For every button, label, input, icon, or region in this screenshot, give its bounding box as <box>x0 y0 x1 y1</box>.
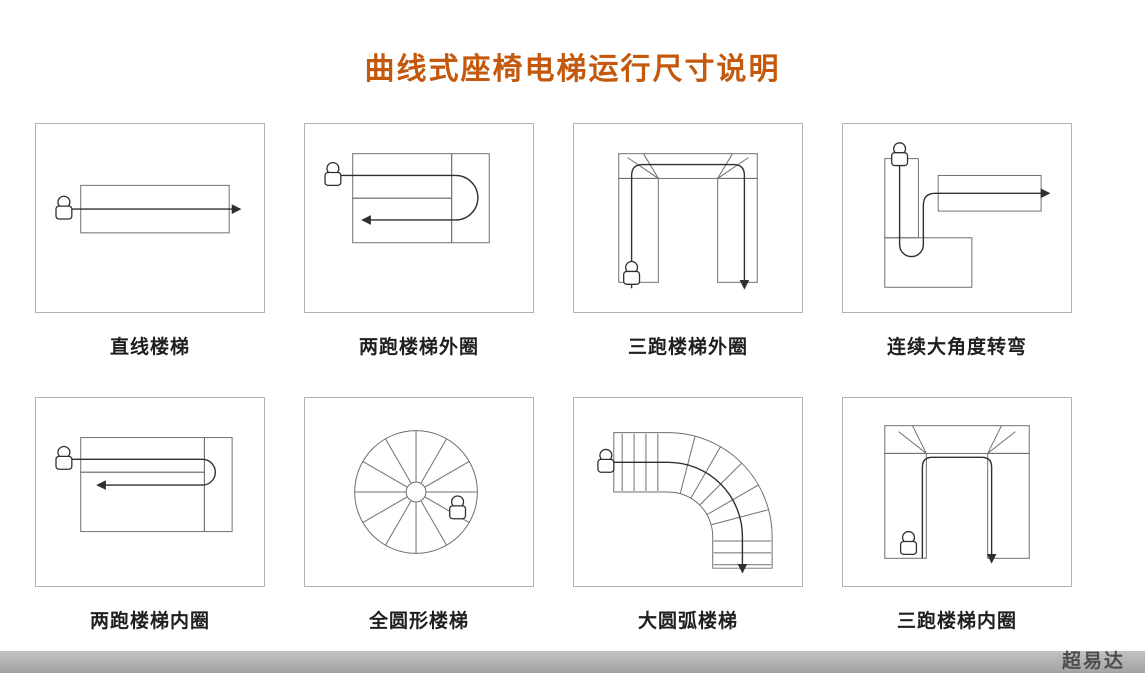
stairlift-chair-icon <box>891 142 909 167</box>
diagram-grid: 直线楼梯 两跑楼梯外圈 三跑楼梯外圈 <box>35 123 1072 635</box>
straight-staircase-drawing <box>55 184 242 234</box>
large-arc-drawing <box>597 432 773 574</box>
watermark-bar: 超易达 <box>0 651 1145 673</box>
diagram-two-run-outer <box>304 123 534 313</box>
two-run-inner-drawing <box>55 437 233 533</box>
three-run-outer-drawing <box>618 153 758 290</box>
watermark-text: 超易达 <box>1061 651 1125 672</box>
three-run-inner-drawing <box>884 425 1030 564</box>
diagram-label: 连续大角度转弯 <box>886 337 1027 358</box>
diagram-three-run-outer <box>573 123 803 313</box>
diagram-card: 三跑楼梯外圈 <box>573 123 803 361</box>
diagram-continuous-turns <box>842 123 1072 313</box>
diagram-card: 连续大角度转弯 <box>842 123 1072 361</box>
diagram-label: 两跑楼梯内圈 <box>89 611 210 632</box>
diagram-card: 两跑楼梯内圈 <box>35 397 265 635</box>
diagram-full-circle <box>304 397 534 587</box>
stairlift-chair-icon <box>597 448 615 473</box>
diagram-three-run-inner <box>842 397 1072 587</box>
diagram-label: 大圆弧楼梯 <box>637 611 738 632</box>
stairlift-chair-icon <box>449 495 467 520</box>
diagram-label: 全圆形楼梯 <box>368 611 469 632</box>
page-title: 曲线式座椅电梯运行尺寸说明 <box>364 53 781 87</box>
diagram-label: 三跑楼梯内圈 <box>896 611 1017 632</box>
diagram-card: 全圆形楼梯 <box>304 397 534 635</box>
stairlift-chair-icon <box>55 445 73 470</box>
full-circle-drawing <box>354 430 478 554</box>
diagram-label: 两跑楼梯外圈 <box>358 337 479 358</box>
diagram-card: 直线楼梯 <box>35 123 265 361</box>
continuous-turns-drawing <box>884 142 1051 288</box>
diagram-straight-staircase <box>35 123 265 313</box>
stairlift-chair-icon <box>324 161 342 186</box>
diagram-two-run-inner <box>35 397 265 587</box>
diagram-large-arc <box>573 397 803 587</box>
diagram-card: 两跑楼梯外圈 <box>304 123 534 361</box>
stairlift-chair-icon <box>55 195 73 220</box>
two-run-outer-drawing <box>324 153 490 244</box>
stairlift-chair-icon <box>899 530 918 555</box>
diagram-label: 三跑楼梯外圈 <box>627 337 748 358</box>
stairlift-chair-icon <box>623 260 641 285</box>
diagram-label: 直线楼梯 <box>109 337 190 358</box>
diagram-card: 大圆弧楼梯 <box>573 397 803 635</box>
diagram-card: 三跑楼梯内圈 <box>842 397 1072 635</box>
